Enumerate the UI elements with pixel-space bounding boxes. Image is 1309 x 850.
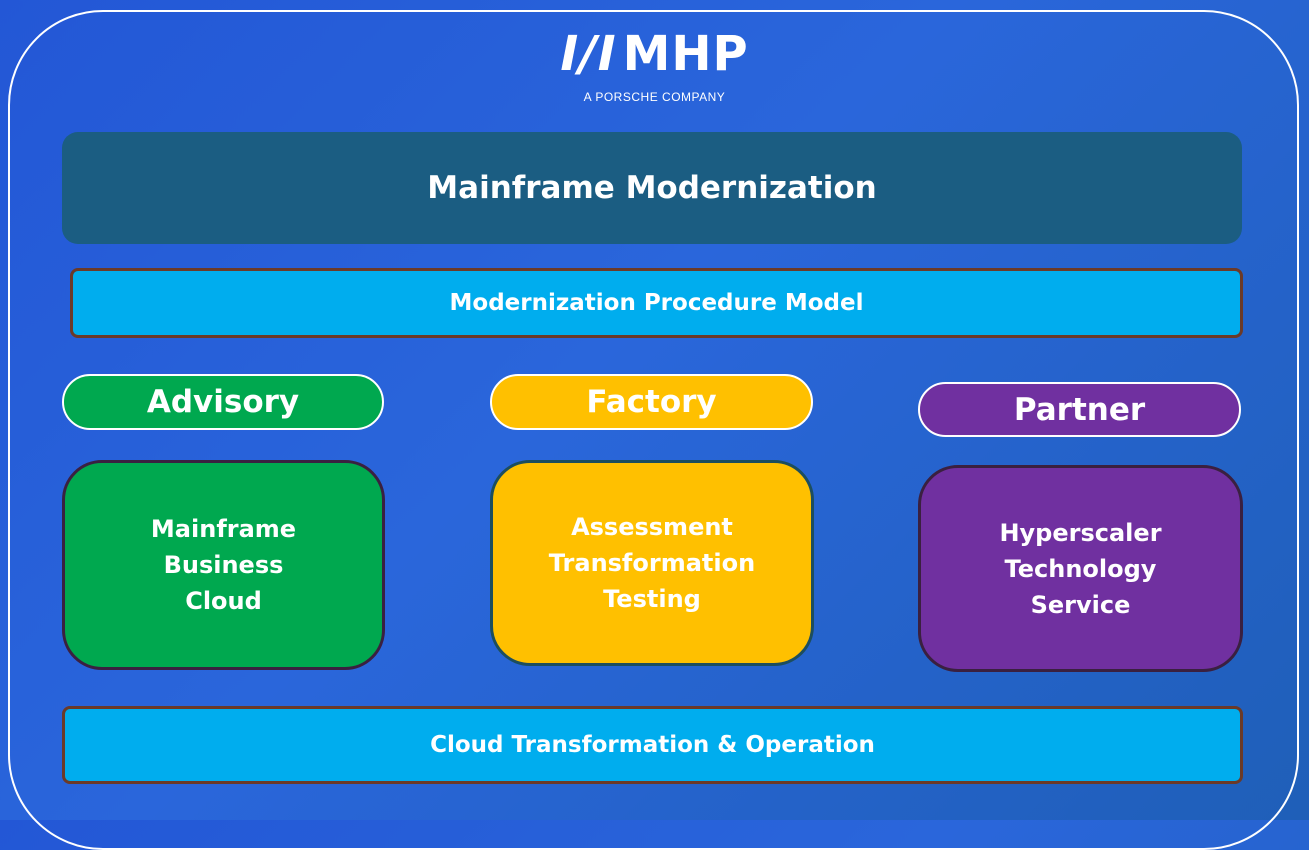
- cloud-operation-label: Cloud Transformation & Operation: [430, 732, 875, 758]
- logo-text: MHP: [622, 26, 749, 82]
- cloud-operation-band: Cloud Transformation & Operation: [62, 706, 1243, 784]
- pillar-advisory-item: Mainframe: [150, 515, 297, 543]
- pillar-factory-label: Factory: [586, 384, 717, 420]
- pillar-advisory-header: Advisory: [62, 374, 384, 430]
- pillar-factory-header: Factory: [490, 374, 813, 430]
- pillar-partner-label: Partner: [1013, 391, 1146, 428]
- pillar-partner-item: Technology: [1004, 554, 1157, 583]
- pillar-advisory-label: Advisory: [146, 384, 300, 420]
- page-title: Mainframe Modernization: [427, 170, 877, 206]
- pillar-factory-item: Transformation: [548, 549, 756, 577]
- pillar-factory-item: Assessment: [571, 513, 733, 541]
- logo-slashes: I/I: [560, 26, 617, 82]
- procedure-model-label: Modernization Procedure Model: [449, 290, 864, 316]
- pillar-partner-card: Hyperscaler Technology Service: [918, 465, 1243, 672]
- pillar-partner-item: Hyperscaler: [999, 518, 1162, 547]
- procedure-model-band: Modernization Procedure Model: [70, 268, 1243, 338]
- pillar-factory-item: Testing: [603, 585, 701, 613]
- pillar-advisory-item: Business: [163, 551, 284, 579]
- logo-subtitle: A PORSCHE COMPANY: [583, 90, 726, 104]
- title-banner: Mainframe Modernization: [62, 132, 1242, 244]
- pillar-advisory-card: Mainframe Business Cloud: [62, 460, 385, 670]
- pillar-factory-card: Assessment Transformation Testing: [490, 460, 814, 666]
- pillar-partner-header: Partner: [918, 382, 1241, 437]
- pillar-advisory-item: Cloud: [185, 587, 262, 615]
- pillar-partner-item: Service: [1030, 590, 1131, 619]
